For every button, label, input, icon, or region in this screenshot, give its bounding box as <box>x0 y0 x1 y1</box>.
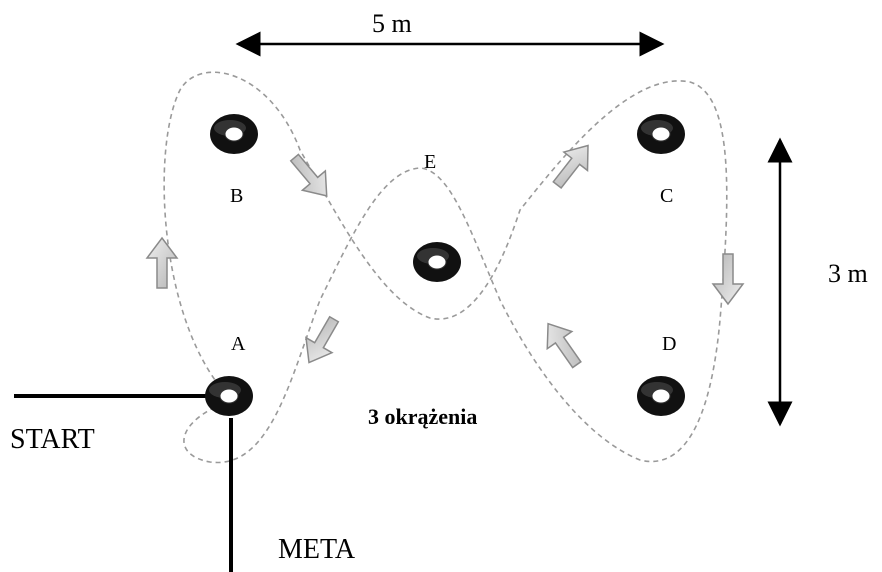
cone-label-e: E <box>424 151 436 173</box>
cone-label-d: D <box>662 333 676 355</box>
marker-e <box>413 242 461 282</box>
direction-arrow-b-down <box>289 153 328 197</box>
cone-label-a: A <box>231 333 246 355</box>
direction-arrow-left-up <box>145 236 179 289</box>
direction-arrow-d-up <box>546 322 582 369</box>
finish-label: META <box>278 534 356 565</box>
start-label: START <box>10 424 95 455</box>
height-label: 3 m <box>828 259 868 288</box>
cone-label-c: C <box>660 185 673 207</box>
marker-d <box>637 376 685 416</box>
cone-label-b: B <box>230 185 243 207</box>
width-label: 5 m <box>372 9 412 38</box>
marker-a <box>205 376 253 416</box>
direction-arrow-a-down <box>305 315 340 364</box>
direction-arrow-e-up <box>552 144 589 190</box>
marker-c <box>637 114 685 154</box>
direction-arrow-right-down <box>711 253 745 306</box>
marker-b <box>210 114 258 154</box>
laps-label: 3 okrążenia <box>368 404 477 429</box>
